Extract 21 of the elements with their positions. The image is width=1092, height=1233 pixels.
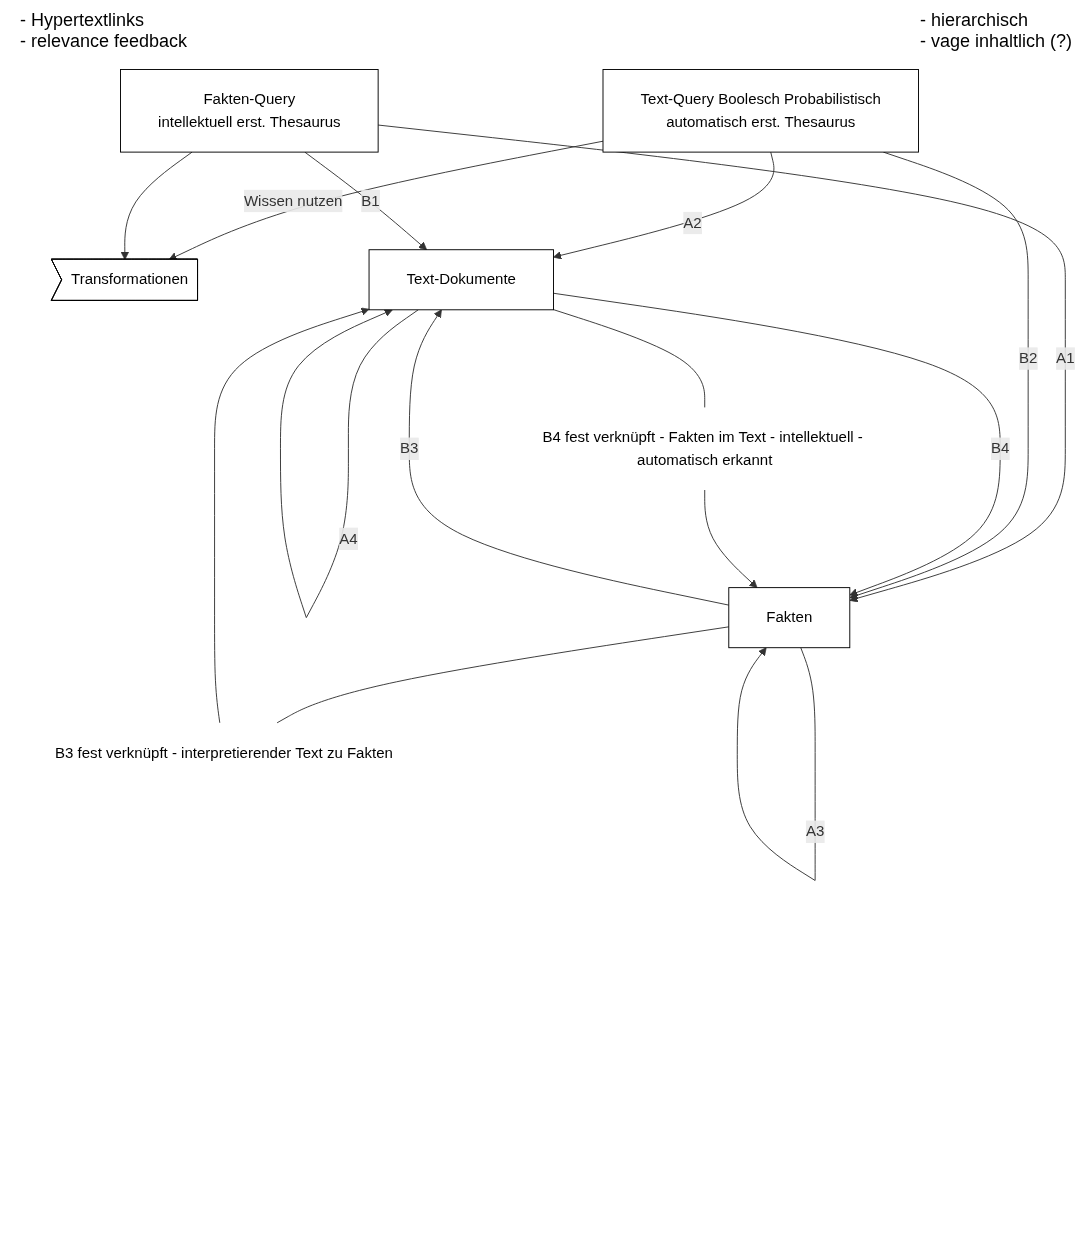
edge-label: A4 (339, 530, 358, 547)
note-text: - vage inhaltlich (?) (919, 31, 1072, 52)
node-box: Fakten-Query intellektuell erst. Thesaurus (120, 69, 379, 153)
node-box: Text-Query Boolesch Probabilistisch automatisch erst. Thesaurus (602, 69, 919, 153)
edge-label: A3 (805, 823, 825, 840)
edge-label: Wissen nutzen (243, 192, 343, 209)
edge-label: B2 (1018, 350, 1038, 367)
note-text: - relevance feedback (20, 31, 188, 52)
node-box: Text-Dokumente (368, 249, 554, 311)
edge-label: B1 (361, 192, 380, 209)
edge-label: A1 (1056, 350, 1075, 367)
node-text: B3 fest verknüpft - interpretierender Text zu Fakten (55, 744, 393, 761)
node-box: Fakten (728, 587, 851, 649)
note-text: - Hypertextlinks (20, 10, 146, 31)
connector (553, 309, 706, 408)
edge-label: B3 (400, 440, 419, 457)
node-text: B4 fest verknüpft - Fakten im Text - intellektuell - automatisch erkannt (542, 429, 863, 468)
connector (276, 626, 730, 724)
note-text: - hierarchisch (919, 10, 1029, 31)
edge-label: B4 (991, 440, 1010, 457)
edge-label: A2 (683, 214, 702, 231)
